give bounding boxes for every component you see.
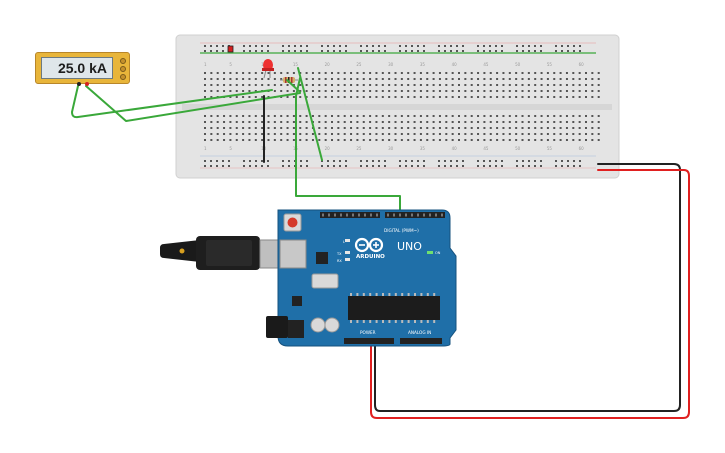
column-number: 30	[388, 62, 394, 67]
meter-mode-button-a[interactable]	[120, 58, 126, 64]
crystal	[311, 273, 339, 289]
column-number: 35	[420, 146, 426, 151]
column-number: 50	[515, 62, 521, 67]
wire-green-meter-2	[85, 85, 301, 122]
column-number: 1	[204, 62, 207, 67]
atmega-chip	[348, 296, 440, 320]
arduino-logo-icon	[354, 237, 384, 253]
column-number: 40	[452, 146, 458, 151]
top-power-rail	[204, 45, 581, 52]
wires[interactable]	[71, 67, 690, 419]
led-l	[345, 239, 350, 242]
capacitor-2	[324, 317, 340, 333]
column-number: 60	[579, 146, 585, 151]
power-jack-body	[288, 320, 304, 338]
multimeter[interactable]: 25.0 kA	[35, 52, 130, 86]
column-number: 45	[483, 62, 489, 67]
led-rx	[345, 258, 350, 261]
column-number: 5	[229, 62, 232, 67]
column-number: 25	[356, 62, 362, 67]
led-tx	[345, 251, 350, 254]
wire-green-meter-1	[71, 85, 273, 119]
terminal-strip-holes	[204, 72, 600, 141]
column-number: 45	[483, 146, 489, 151]
power-jack	[266, 316, 288, 338]
on-label: ON	[435, 251, 441, 255]
board-model: UNO	[397, 240, 422, 253]
column-number: 25	[356, 146, 362, 151]
wire-red-5v	[370, 169, 690, 419]
column-number: 55	[547, 146, 553, 151]
digital-label: DIGITAL (PWM~)	[384, 228, 419, 233]
digital-header-2[interactable]	[385, 212, 445, 218]
on-led	[427, 251, 433, 254]
usb-cable[interactable]	[160, 236, 289, 270]
column-number: 40	[452, 62, 458, 67]
power-header[interactable]	[344, 338, 394, 344]
meter-mode-button-r[interactable]	[120, 74, 126, 80]
arduino-uno[interactable]: ARDUINO UNO DIGITAL (PWM~) POWER ANALOG …	[266, 209, 457, 347]
usb-port	[279, 239, 307, 269]
analog-label: ANALOG IN	[408, 330, 431, 335]
power-label: POWER	[360, 330, 376, 335]
led-label-l: L	[343, 240, 345, 244]
column-number: 60	[579, 62, 585, 67]
bottom-power-rail	[204, 160, 581, 167]
wire-green-bb-1	[297, 67, 323, 161]
column-number: 55	[547, 62, 553, 67]
arduino-logo-text: ARDUINO	[356, 254, 385, 260]
led-label-rx: RX	[337, 259, 342, 263]
wire-green-arduino	[295, 77, 401, 217]
meter-probe-red[interactable]	[85, 82, 89, 86]
column-number: 1	[204, 146, 207, 151]
column-number: 20	[325, 62, 331, 67]
analog-header[interactable]	[400, 338, 442, 344]
meter-mode-button-v[interactable]	[120, 66, 126, 72]
column-number: 5	[229, 146, 232, 151]
regulator	[316, 252, 328, 264]
red-led[interactable]	[262, 59, 274, 79]
column-number: 30	[388, 146, 394, 151]
rail-marker	[227, 45, 234, 53]
column-number: 15	[293, 62, 299, 67]
capacitor-1	[310, 317, 326, 333]
column-number: 35	[420, 62, 426, 67]
resistor[interactable]	[280, 77, 298, 83]
chip-small	[292, 296, 302, 306]
column-number: 50	[515, 146, 521, 151]
reset-button-cap[interactable]	[287, 217, 298, 228]
led-label-tx: TX	[336, 252, 342, 256]
column-number: 20	[325, 146, 331, 151]
meter-probe-black[interactable]	[77, 82, 81, 86]
breadboard[interactable]: 1155101015152020252530303535404045455050…	[175, 34, 620, 179]
wire-black-gnd	[374, 163, 681, 412]
multimeter-reading: 25.0 kA	[41, 57, 113, 79]
digital-header-1[interactable]	[320, 212, 380, 218]
